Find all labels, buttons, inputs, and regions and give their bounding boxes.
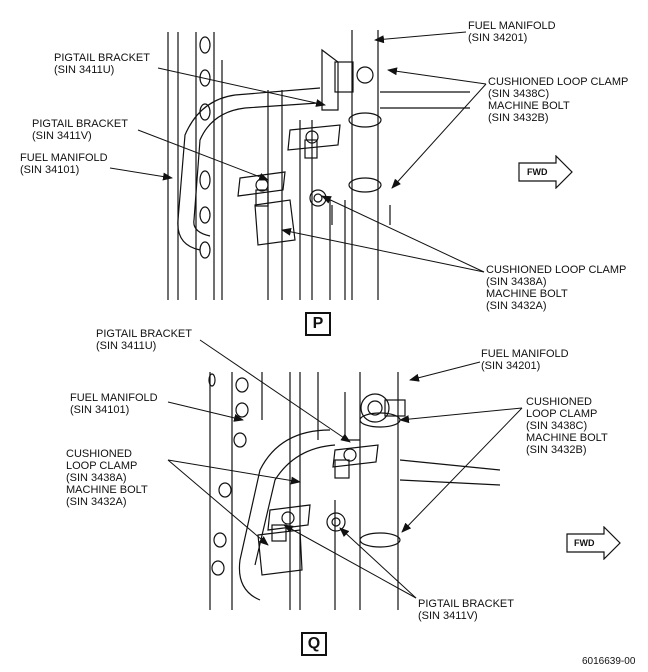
view-p-drawing [167, 30, 470, 300]
q-pigtail-bracket-v-label: PIGTAIL BRACKET (SIN 3411V) [418, 598, 514, 622]
fwd-arrow-label: FWD [574, 538, 595, 548]
figure-id: 6016639-00 [582, 656, 636, 667]
q-fuel-manifold-left-label: FUEL MANIFOLD (SIN 34101) [70, 392, 158, 416]
q-cushioned-loop-clamp-a-label: CUSHIONED LOOP CLAMP (SIN 3438A) MACHINE… [66, 448, 148, 508]
fwd-arrow-label: FWD [527, 167, 548, 177]
q-pigtail-bracket-u-label: PIGTAIL BRACKET (SIN 3411U) [96, 328, 192, 352]
p-pigtail-bracket-u-label: PIGTAIL BRACKET (SIN 3411U) [54, 52, 150, 76]
p-cushioned-loop-clamp-a-label: CUSHIONED LOOP CLAMP (SIN 3438A) MACHINE… [486, 264, 627, 312]
fwd-arrow-icon [518, 155, 573, 189]
p-fuel-manifold-left-label: FUEL MANIFOLD (SIN 34101) [20, 152, 108, 176]
view-q-drawing [208, 372, 501, 610]
q-fuel-manifold-right-label: FUEL MANIFOLD (SIN 34201) [481, 348, 569, 372]
p-cushioned-loop-clamp-c-label: CUSHIONED LOOP CLAMP (SIN 3438C) MACHINE… [488, 76, 629, 124]
p-fuel-manifold-top-label: FUEL MANIFOLD (SIN 34201) [468, 20, 556, 44]
p-pigtail-bracket-v-label: PIGTAIL BRACKET (SIN 3411V) [32, 118, 128, 142]
view-p-indicator: P [305, 312, 331, 336]
view-q-indicator: Q [301, 632, 327, 656]
fwd-arrow-icon [566, 526, 621, 560]
q-cushioned-loop-clamp-c-label: CUSHIONED LOOP CLAMP (SIN 3438C) MACHINE… [526, 396, 608, 456]
